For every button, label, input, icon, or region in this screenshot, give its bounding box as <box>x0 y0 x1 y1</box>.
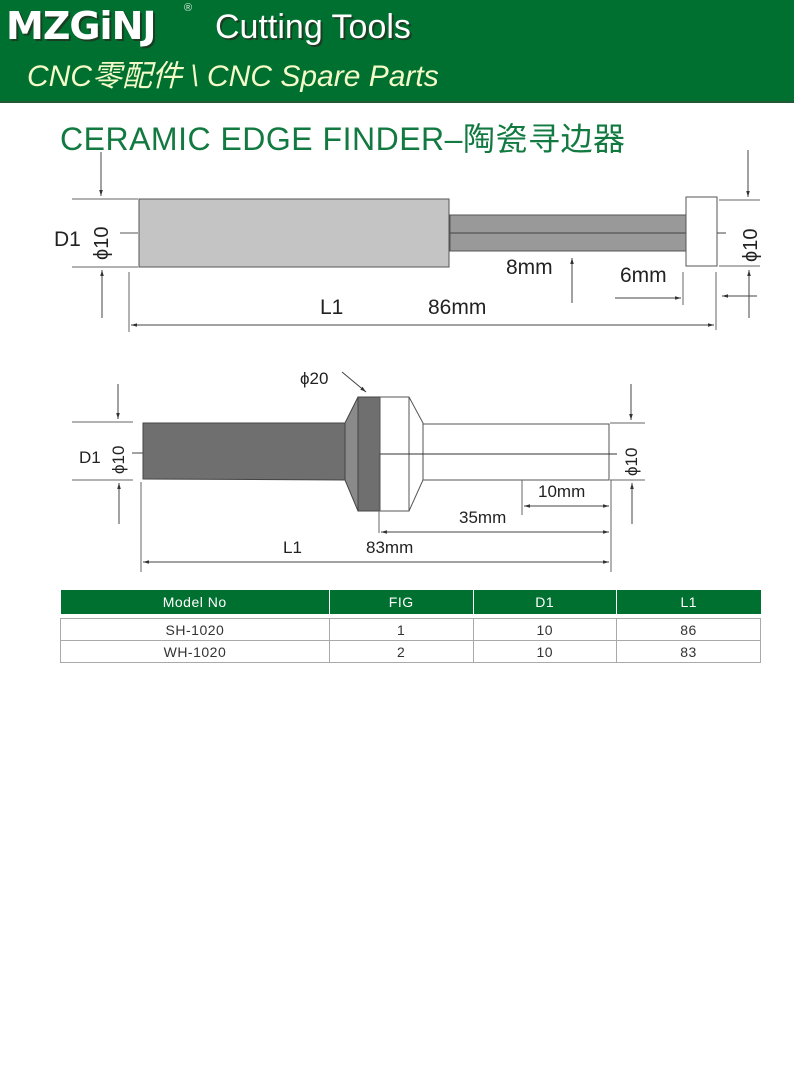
column-header-d1: D1 <box>473 590 618 614</box>
fig1-l1-label: L1 <box>320 296 343 319</box>
fig1-diameter-left: ϕ10 <box>91 227 113 260</box>
brand-subtitle: CNC零配件 \ CNC Spare Parts <box>27 60 439 93</box>
cell-l1: 83 <box>616 640 761 663</box>
fig2-total-length: 83mm <box>366 538 413 557</box>
fig2-collar-diameter: ϕ20 <box>300 369 328 388</box>
fig1-total-length: 86mm <box>428 296 486 319</box>
table-header-row: Model No FIG D1 L1 <box>60 590 761 614</box>
header-banner: MZGiNJ ® Cutting Tools CNC零配件 \ CNC Spar… <box>0 0 794 103</box>
table-row: WH-1020 2 10 83 <box>60 640 761 663</box>
brand-logo: MZGiNJ <box>6 4 157 48</box>
brand-tagline: Cutting Tools <box>215 8 411 46</box>
cell-d1: 10 <box>472 618 618 641</box>
cell-model: WH-1020 <box>60 640 330 663</box>
fig2-tip-length: 10mm <box>538 482 585 501</box>
fig2-diameter-left: ϕ10 <box>109 446 128 474</box>
fig1-d1-label: D1 <box>54 228 81 251</box>
fig2-l1-label: L1 <box>283 538 302 557</box>
column-header-fig: FIG <box>329 590 474 614</box>
fig1-diameter-right: ϕ10 <box>740 229 762 262</box>
fig1-tip-length: 6mm <box>620 264 667 287</box>
table-row: SH-1020 1 10 86 <box>60 618 761 641</box>
fig2-diameter-right: ϕ10 <box>622 448 641 476</box>
spec-table: Model No FIG D1 L1 SH-1020 1 10 86 WH-10… <box>60 590 761 663</box>
cell-d1: 10 <box>472 640 618 663</box>
column-header-l1: L1 <box>616 590 761 614</box>
fig2-probe-length: 35mm <box>459 508 506 527</box>
figure-2-collar-edge-finder <box>72 371 645 572</box>
cell-model: SH-1020 <box>60 618 330 641</box>
page-title: CERAMIC EDGE FINDER–陶瓷寻边器 <box>60 121 626 157</box>
cell-fig: 2 <box>328 640 474 663</box>
column-header-model: Model No <box>60 590 330 614</box>
figure-1-straight-edge-finder <box>72 150 760 332</box>
technical-drawings: D1 ϕ10 ϕ10 8mm 6mm L1 86mm <box>54 150 762 572</box>
registered-mark: ® <box>184 2 193 14</box>
cell-fig: 1 <box>328 618 474 641</box>
cell-l1: 86 <box>616 618 761 641</box>
fig2-d1-label: D1 <box>79 448 101 467</box>
fig1-stem-length: 8mm <box>506 256 553 279</box>
